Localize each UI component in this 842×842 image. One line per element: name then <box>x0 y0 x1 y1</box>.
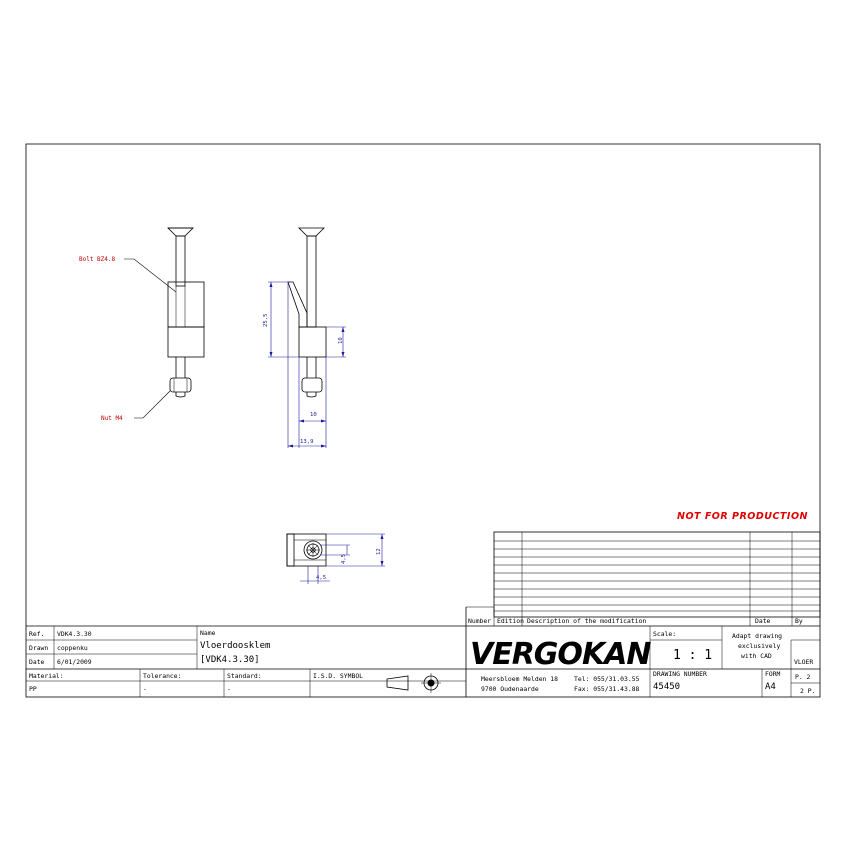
dim-10-width: 10 <box>310 412 317 418</box>
drawn-label: Drawn <box>29 644 48 652</box>
page-count: 2 P. <box>800 687 815 695</box>
revision-date-header: Date <box>755 617 771 625</box>
dim-12: 12 <box>376 548 382 555</box>
tolerance-label: Tolerance: <box>143 672 181 680</box>
name-label: Name <box>200 629 216 637</box>
page-number: P. 2 <box>795 673 811 681</box>
dim-4-5-horizontal: 4,5 <box>316 575 326 581</box>
form-label: FORM <box>765 670 781 678</box>
standard-value: - <box>227 685 231 693</box>
fax: Fax: 055/31.43.88 <box>574 685 640 693</box>
revision-description-header: Description of the modification <box>527 617 646 625</box>
date-value: 6/01/2009 <box>57 658 92 666</box>
address-city: 9700 Oudenaarde <box>481 685 539 693</box>
telephone: Tel: 055/31.03.55 <box>574 675 640 683</box>
revision-number-header: Number <box>468 617 491 625</box>
drawn-value: coppenku <box>57 644 88 652</box>
side-view <box>287 227 327 398</box>
ref-label: Ref. <box>29 630 44 638</box>
part-code: [VDK4.3.30] <box>200 655 260 665</box>
nut-label: Nut M4 <box>101 415 123 422</box>
part-name: Vloerdoosklem <box>200 641 270 651</box>
material-value: PP <box>29 685 37 693</box>
front-view <box>124 227 205 419</box>
cad-note-line3: with CAD <box>741 652 772 660</box>
bolt-label: Bolt BZ4.8 <box>79 256 116 263</box>
not-for-production-stamp: NOT FOR PRODUCTION <box>677 511 808 522</box>
standard-label: Standard: <box>227 672 262 680</box>
form-value: A4 <box>765 682 776 692</box>
dim-13-9: 13,9 <box>300 439 313 445</box>
scale-label: Scale: <box>653 630 676 638</box>
dim-10-height: 10 <box>338 337 344 344</box>
cad-note-line1: Adapt drawing <box>732 632 782 640</box>
material-label: Material: <box>29 672 64 680</box>
top-view-dimensions <box>300 533 385 584</box>
drawing-number-label: DRAWING NUMBER <box>653 670 707 678</box>
company-logo: VERGOKAN <box>470 637 651 672</box>
projection-symbol-icon <box>386 673 441 693</box>
vloer-label: VLOER <box>794 658 813 666</box>
isd-symbol-label: I.S.D. SYMBOL <box>313 672 363 680</box>
revision-table <box>465 531 821 697</box>
address-street: Meersbloem Melden 18 <box>481 675 558 683</box>
side-view-dimensions <box>268 281 346 448</box>
cad-note-line2: exclusively <box>738 642 780 650</box>
tolerance-value: - <box>143 685 147 693</box>
revision-by-header: By <box>795 617 803 625</box>
drawing-number: 45450 <box>653 682 680 692</box>
sheet-border <box>25 143 821 698</box>
title-block-grid <box>26 625 820 697</box>
dim-25-5: 25,5 <box>263 314 269 327</box>
dim-4-5-vertical: 4,5 <box>341 554 347 564</box>
top-view <box>286 533 327 567</box>
scale-value: 1 : 1 <box>673 648 712 663</box>
revision-edition-header: Edition <box>497 617 524 625</box>
ref-value: VDK4.3.30 <box>57 630 92 638</box>
date-label: Date <box>29 658 45 666</box>
